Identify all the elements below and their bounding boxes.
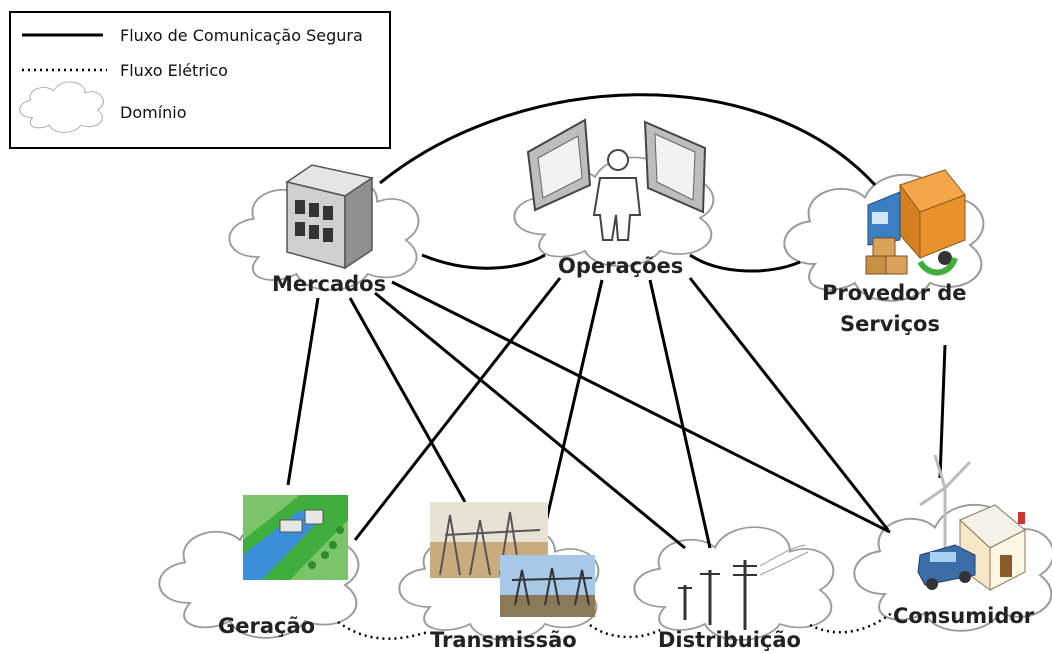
link-operacoes-consumidor [688,277,890,531]
label-transmissao: Transmissão [430,628,577,652]
label-provedor-line2: Serviços [840,312,940,336]
electric-links [337,611,894,640]
label-distribuicao: Distribuição [658,628,801,652]
operator-workstation-icon [526,118,707,241]
legend: Fluxo de Comunicação Segura Fluxo Elétri… [9,11,391,149]
elec-geracao-transmissao [337,620,429,640]
legend-electric-flow: Fluxo Elétrico [120,61,228,80]
link-mercados-geracao [286,297,320,486]
link-operacoes-distribuicao [648,279,712,549]
house-wind-turbine-icon [917,454,1026,591]
cloud-distribuicao [633,526,835,641]
label-consumidor: Consumidor [893,604,1035,628]
domain-labels: Mercados Operações Provedor de Serviços … [218,254,1035,652]
link-mercados-operacoes [421,253,546,270]
link-mercados-transmissao [348,297,467,503]
elec-transmissao-distribuicao [589,623,661,639]
label-operacoes: Operações [558,254,683,278]
legend-secure-flow: Fluxo de Comunicação Segura [120,26,363,45]
building-icon [285,164,374,270]
substation-photo [430,502,595,617]
secure-links [286,93,947,550]
dam-icon [243,495,348,580]
link-operacoes-transmissao [538,279,604,549]
link-provedor-consumidor [938,344,947,479]
link-mercados-provedor [379,93,877,187]
link-mercados-distribuicao [374,291,686,550]
legend-domain: Domínio [120,103,187,122]
link-operacoes-geracao [353,277,562,541]
link-operacoes-provedor [689,253,801,273]
link-mercados-consumidor [391,280,891,534]
label-provedor-line1: Provedor de [822,281,967,305]
delivery-truck-icon [865,169,966,276]
utility-poles-icon [678,544,809,630]
label-mercados: Mercados [272,272,386,296]
label-geracao: Geração [218,614,315,638]
